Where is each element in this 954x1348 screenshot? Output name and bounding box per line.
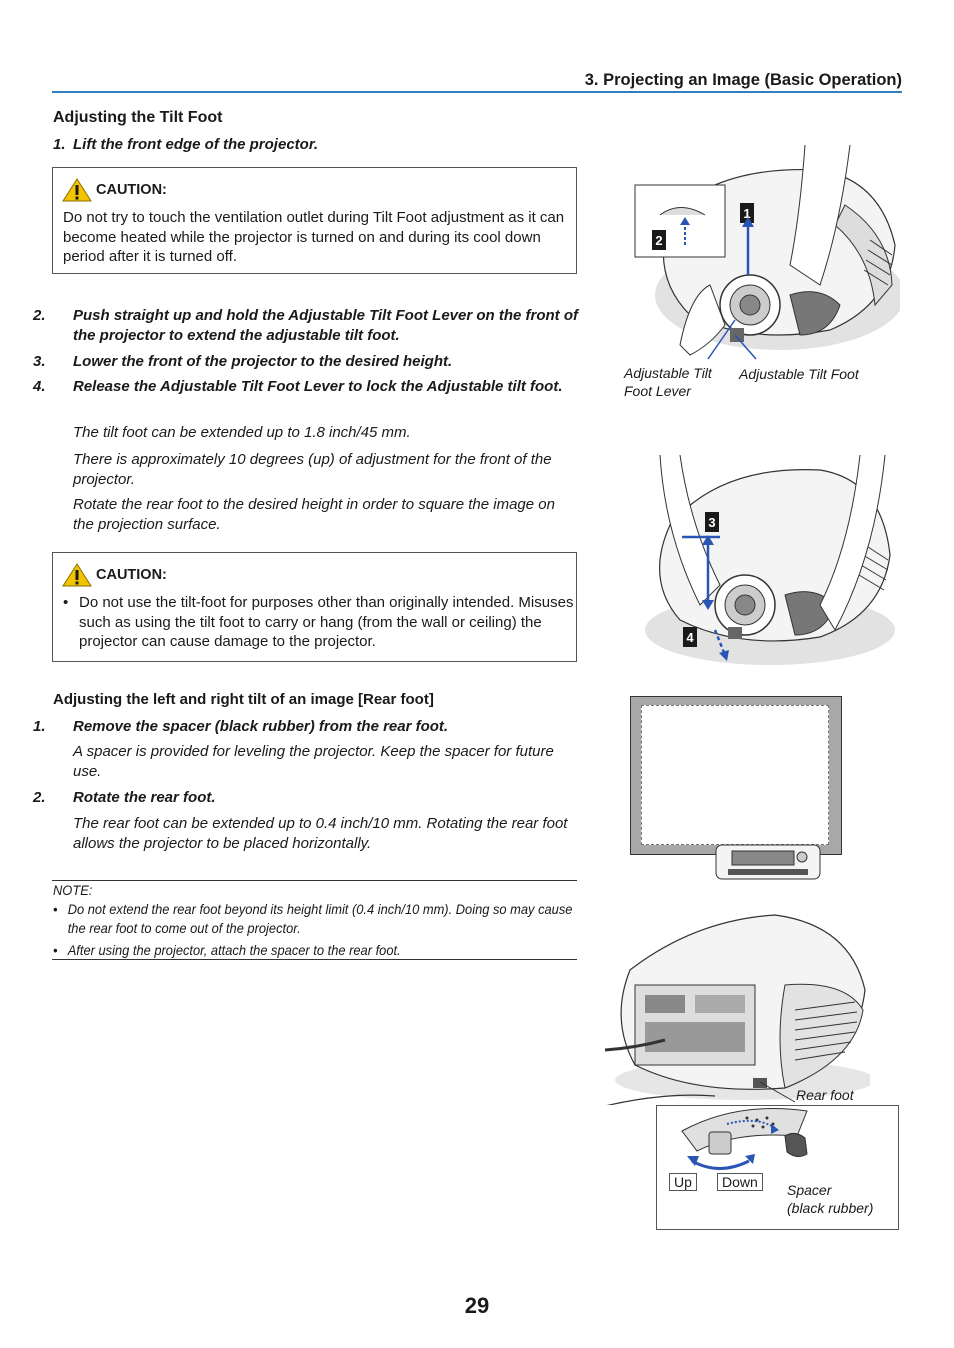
step-badge-icon xyxy=(652,203,754,250)
tilt-step-1: 1.Lift the front edge of the projector. xyxy=(53,136,318,153)
svg-text:2: 2 xyxy=(655,233,662,248)
rear-step-1: 1.Remove the spacer (black rubber) from … xyxy=(33,718,449,735)
rear-step-2: 2.Rotate the rear foot. xyxy=(33,789,216,806)
warning-icon xyxy=(62,178,92,202)
projected-image xyxy=(641,705,829,845)
page-number: 29 xyxy=(464,1293,490,1318)
figure-rear-foot xyxy=(605,914,870,1105)
caution-box-1: CAUTION: Do not try to touch the ventila… xyxy=(52,167,577,274)
rear-step-2-note: The rear foot can be extended up to 0.4 … xyxy=(73,815,568,852)
figure-projector-front xyxy=(715,844,821,880)
tilt-step-2: 2.Push straight up and hold the Adjustab… xyxy=(33,307,578,344)
label-rear-foot: Rear foot xyxy=(796,1087,854,1103)
caution-box-2: CAUTION: •Do not use the tilt-foot for p… xyxy=(52,552,577,662)
svg-text:1: 1 xyxy=(743,206,750,221)
rear-foot-detail-box: Up Down Spacer (black rubber) xyxy=(656,1105,899,1230)
caution-bullet: •Do not use the tilt-foot for purposes o… xyxy=(63,594,574,650)
tilt-note-c: Rotate the rear foot to the desired heig… xyxy=(73,496,555,533)
tilt-note-a: The tilt foot can be extended up to 1.8 … xyxy=(73,424,411,441)
tilt-note-b: There is approximately 10 degrees (up) o… xyxy=(73,451,552,488)
label-down: Down xyxy=(717,1173,763,1191)
header-rule xyxy=(52,91,902,93)
tilt-step-4: 4.Release the Adjustable Tilt Foot Lever… xyxy=(33,378,563,395)
note-label: NOTE: xyxy=(53,882,93,898)
label-tilt-lever: Adjustable Tilt Foot Lever xyxy=(624,365,712,399)
rear-foot-detail xyxy=(681,1108,808,1170)
section-title: 3. Projecting an Image (Basic Operation) xyxy=(584,71,902,89)
caution-title: CAUTION: xyxy=(62,178,167,202)
figure-tilt-lower: 3 4 xyxy=(645,455,895,665)
note-bottom-rule xyxy=(52,959,577,960)
caution-title: CAUTION: xyxy=(62,563,167,587)
figure-tilt-lever: 1 2 xyxy=(634,145,900,360)
warning-icon xyxy=(62,563,92,587)
tilt-step-3: 3.Lower the front of the projector to th… xyxy=(33,353,453,370)
caution-text: Do not try to touch the ventilation outl… xyxy=(63,209,565,265)
label-spacer: Spacer (black rubber) xyxy=(787,1182,874,1216)
note-item-2: •After using the projector, attach the s… xyxy=(53,942,401,958)
svg-text:3: 3 xyxy=(708,515,715,530)
tilt-heading: Adjusting the Tilt Foot xyxy=(53,109,223,126)
rear-step-1-note: A spacer is provided for leveling the pr… xyxy=(73,743,554,780)
label-up: Up xyxy=(669,1173,697,1191)
label-tilt-foot: Adjustable Tilt Foot xyxy=(739,366,859,382)
rear-heading: Adjusting the left and right tilt of an … xyxy=(53,691,434,708)
figure-screen xyxy=(630,696,842,855)
svg-text:4: 4 xyxy=(686,630,694,645)
note-item-1: •Do not extend the rear foot beyond its … xyxy=(53,901,573,936)
step-badge-icon xyxy=(683,512,719,647)
note-top-rule xyxy=(52,880,577,881)
